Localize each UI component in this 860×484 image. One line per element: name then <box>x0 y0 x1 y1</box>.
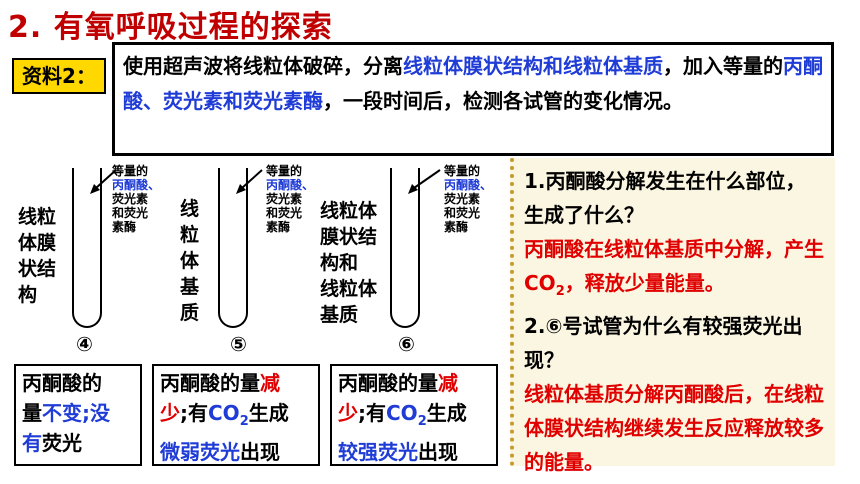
material-tag: 资料2： <box>12 58 106 94</box>
qa-panel: 1.丙酮酸分解发生在什么部位，生成了什么？ 丙酮酸在线粒体基质中分解，产生CO2… <box>510 158 835 474</box>
intro-text-5: ，一段时间后，检测各试管的变化情况。 <box>323 89 683 113</box>
question-1: 1.丙酮酸分解发生在什么部位，生成了什么？ <box>524 169 806 227</box>
intro-text-3: ，加入等量的 <box>663 54 783 78</box>
answer-2: 线粒体基质分解丙酮酸后，在线粒体膜状结构继续发生反应释放较多的能量。 <box>524 382 824 474</box>
page-title: 2. 有氧呼吸过程的探索 <box>8 10 333 45</box>
tube5-side-label: 线 粒 体 基 质 <box>180 198 200 324</box>
tube4-side-label: 线粒 体膜 状结 构 <box>18 206 57 306</box>
tube4-testtube <box>72 168 102 328</box>
tube5-result: 丙酮酸的量减 少;有CO2生成 微弱荧光出现 <box>152 364 320 466</box>
answer-1: 丙酮酸在线粒体基质中分解，产生CO2，释放少量能量。 <box>524 237 824 299</box>
tube4-result: 丙酮酸的 量不变;没 有荧光 <box>14 364 142 466</box>
tube4-number: ④ <box>76 332 93 356</box>
tube6-result: 丙酮酸的量减 少;有CO2生成 较强荧光出现 <box>330 364 498 466</box>
tube6-arrow <box>408 169 441 194</box>
intro-box: 使用超声波将线粒体破碎，分离线粒体膜状结构和线粒体基质，加入等量的丙酮酸、荧光素… <box>112 42 834 156</box>
intro-text-4: 丙酮酸、荧光素和荧光素酶 <box>123 54 823 113</box>
intro-text-1: 使用超声波将线粒体破碎，分离 <box>123 54 403 78</box>
tube5-arrow <box>236 169 263 194</box>
tube6-number: ⑥ <box>398 332 415 356</box>
tube6-add-label: 等量的 丙酮酸、 荧光素 和荧光 素酶 <box>444 164 493 234</box>
tube6-side-label: 线粒体 膜状结 构和 线粒体 基质 <box>320 200 378 326</box>
tube4-arrow <box>90 169 117 194</box>
question-2: 2.⑥号试管为什么有较强荧光出现？ <box>524 314 803 372</box>
tube5-testtube <box>218 168 248 328</box>
tube4-add-label: 等量的 丙酮酸、 荧光素 和荧光 素酶 <box>112 164 161 234</box>
intro-text-2: 线粒体膜状结构和线粒体基质 <box>403 54 663 78</box>
tube5-add-label: 等量的 丙酮酸、 荧光素 和荧光 素酶 <box>266 164 315 234</box>
tube5-number: ⑤ <box>230 332 247 356</box>
tube6-testtube <box>390 168 420 328</box>
